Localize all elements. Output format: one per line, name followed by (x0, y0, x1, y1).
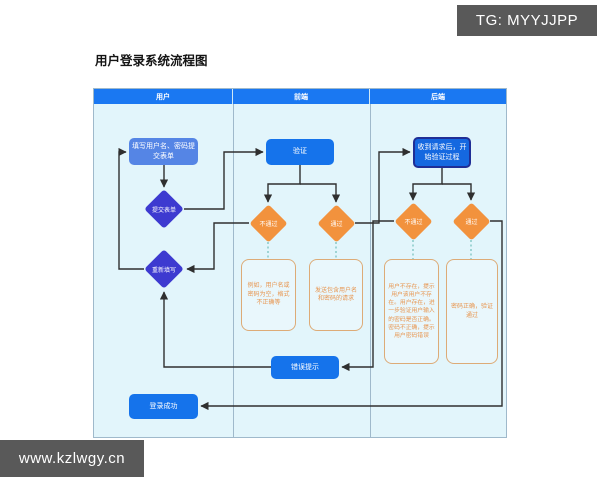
lane-header-backend: 后端 (431, 93, 445, 101)
page-title: 用户登录系统流程图 (95, 54, 208, 68)
node-login-success: 登录成功 (129, 394, 198, 419)
watermark-bottom-left: www.kzlwgy.cn (0, 440, 144, 477)
node-fe-fail-label: 不通过 (258, 221, 277, 228)
node-submit-form-label: 提交表单 (151, 207, 176, 214)
lane-header-user: 用户 (94, 89, 233, 104)
node-refill-label: 重新填写 (151, 267, 176, 274)
note-be-fail: 用户不存在，提示用户该用户不存在。用户存在，进一步验证用户输入的密码是否正确。密… (384, 259, 439, 364)
node-fe-fail-decision: 不通过 (248, 203, 288, 243)
node-verify: 验证 (266, 139, 334, 165)
node-refill-decision: 重新填写 (144, 249, 184, 289)
swimlane-header-row: 用户 前端 后端 (94, 89, 506, 104)
node-error-tip: 错误提示 (271, 356, 339, 379)
node-fe-pass-decision: 通过 (316, 203, 356, 243)
node-be-fail-decision: 不通过 (393, 201, 433, 241)
watermark-top-right: TG: MYYJJPP (457, 5, 597, 36)
lane-header-frontend: 前端 (233, 89, 370, 104)
node-fe-pass-label: 通过 (329, 221, 342, 228)
note-fe-fail: 例如，用户名或密码为空，格式不正确等 (241, 259, 296, 331)
flowchart-canvas: 用户 前端 后端 (93, 88, 507, 438)
note-be-pass: 密码正确，验证通过 (446, 259, 498, 364)
node-fill-form: 填写用户名、密码提交表单 (129, 138, 198, 165)
node-be-pass-decision: 通过 (451, 201, 491, 241)
node-be-fail-label: 不通过 (403, 219, 422, 226)
node-be-pass-label: 通过 (464, 219, 477, 226)
note-fe-pass: 发送包含用户名和密码的请求 (309, 259, 363, 331)
node-submit-form-decision: 提交表单 (144, 189, 184, 229)
node-receive-request: 收到请求后，开始验证过程 (413, 137, 471, 168)
lane-divider (233, 104, 234, 437)
lane-divider (370, 104, 371, 437)
